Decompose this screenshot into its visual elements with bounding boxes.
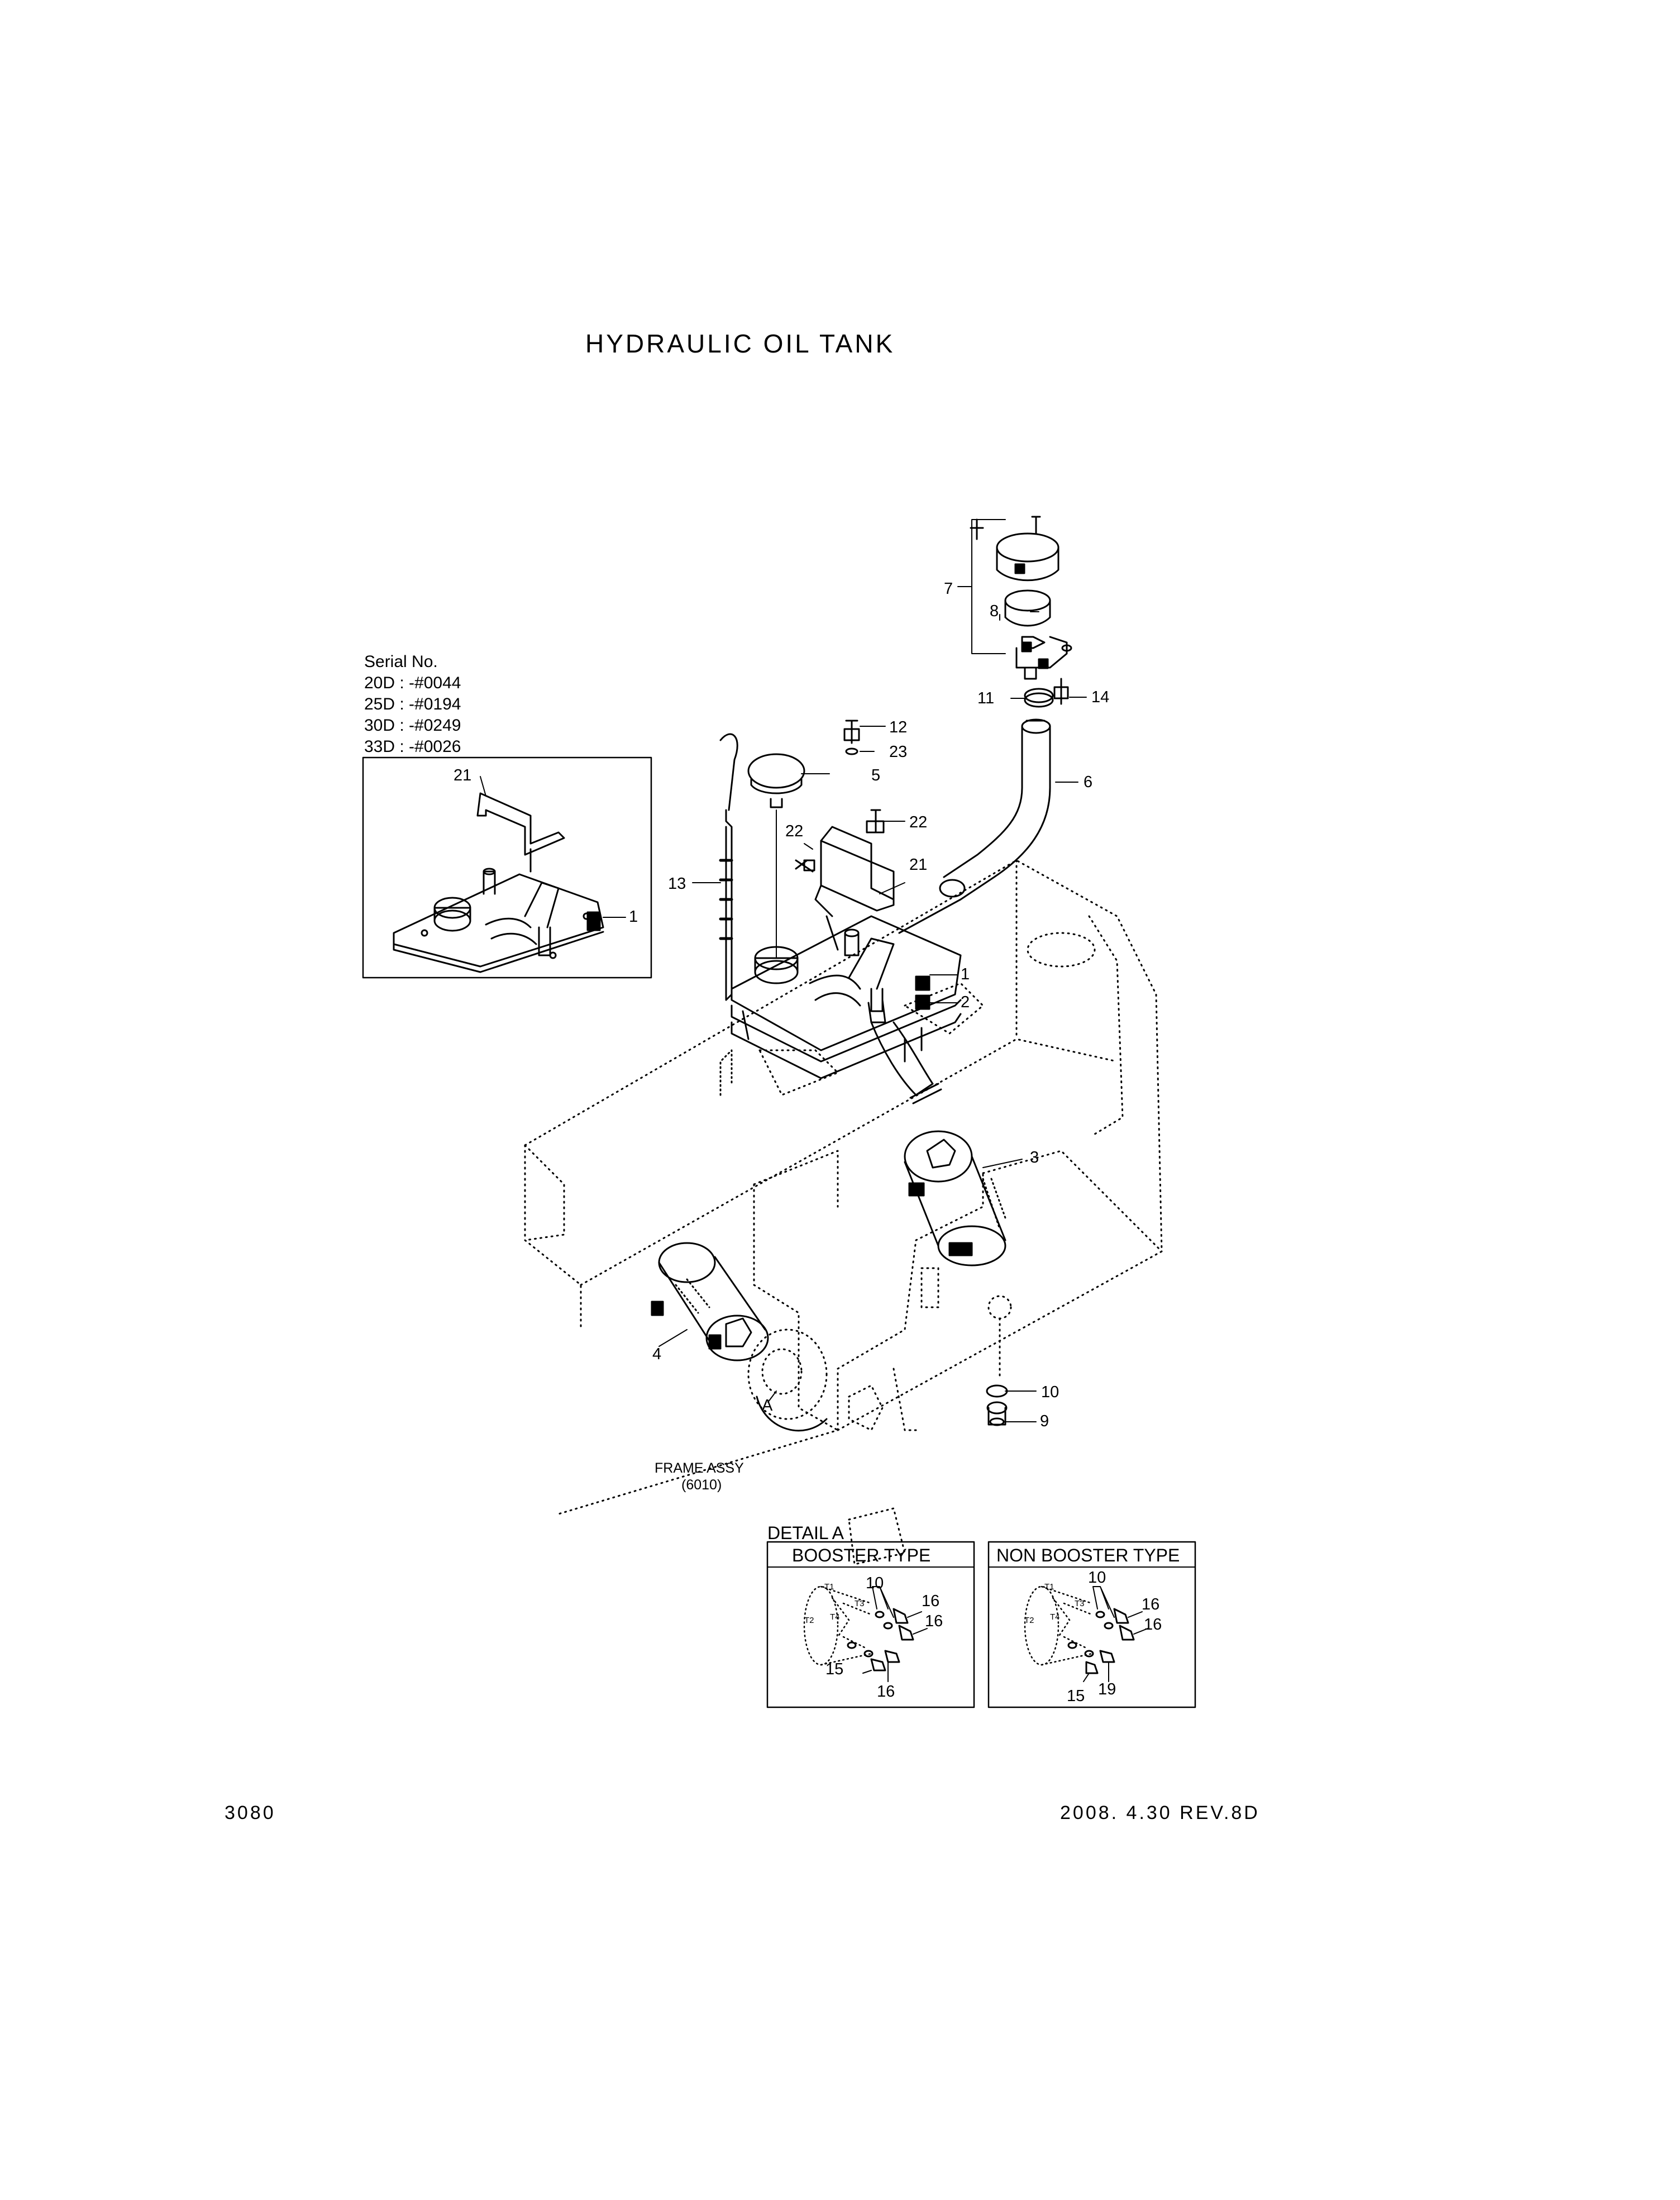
inset-tank-top (393, 868, 604, 973)
booster-detail-sketch (803, 1585, 928, 1682)
callout-10: 10 (1041, 1383, 1059, 1401)
booster-callout-16: 16 (922, 1592, 940, 1610)
serial-line: 20D : -#0044 (364, 674, 461, 692)
page-title: HYDRAULIC OIL TANK (585, 329, 895, 358)
filler-cap (747, 753, 805, 959)
callout-3: 3 (1030, 1149, 1039, 1166)
callout-21: 21 (909, 856, 928, 874)
serial-line: 30D : -#0249 (364, 716, 461, 735)
callout-2: 2 (961, 993, 970, 1011)
detail-a-heading: DETAIL A (767, 1523, 844, 1543)
frame-assy-label: FRAME ASSY (655, 1460, 744, 1476)
serial-inset-box (362, 756, 652, 979)
callout-detail-a: A (762, 1397, 773, 1415)
non-booster-detail-sketch (1024, 1585, 1148, 1682)
revision-date: 2008. 4.30 REV.8D (1060, 1802, 1260, 1823)
callout-14: 14 (1091, 688, 1110, 706)
non-booster-port-t2: T2 (1024, 1616, 1034, 1625)
callout-9: 9 (1040, 1412, 1049, 1430)
main-bracket (820, 840, 895, 912)
inset-bracket (476, 792, 565, 856)
serial-line: 25D : -#0194 (364, 695, 461, 713)
callout-22-right: 22 (909, 813, 928, 831)
non-booster-callout-10: 10 (1088, 1569, 1106, 1587)
callout-7: 7 (944, 580, 953, 598)
serial-line: 33D : -#0026 (364, 737, 461, 756)
non-booster-port-t3: T3 (1075, 1599, 1085, 1608)
non-booster-type-box (987, 1541, 1196, 1708)
callout-5: 5 (871, 766, 881, 784)
frame-assy-number: (6010) (681, 1477, 722, 1493)
booster-callout-16: 16 (877, 1683, 895, 1701)
non-booster-callout-15: 15 (1067, 1687, 1085, 1705)
non-booster-callout-16: 16 (1144, 1616, 1162, 1634)
callout-6: 6 (1084, 773, 1093, 791)
return-pipe (898, 718, 1051, 934)
strainer (904, 1130, 1006, 1266)
callout-1: 1 (961, 965, 970, 983)
non-booster-port-t4: T4 (1050, 1612, 1060, 1622)
leader-lines (658, 611, 1087, 1422)
non-booster-type-title: NON BOOSTER TYPE (996, 1545, 1180, 1565)
dipstick (719, 733, 738, 1096)
non-booster-callout-16: 16 (1142, 1596, 1160, 1613)
booster-callout-16: 16 (925, 1612, 943, 1630)
booster-port-t4: T4 (830, 1612, 840, 1622)
callout-11: 11 (977, 689, 995, 707)
booster-callout-10: 10 (866, 1574, 884, 1592)
callout-13: 13 (668, 875, 686, 893)
callout-12: 12 (889, 718, 908, 736)
page-number: 3080 (225, 1802, 276, 1823)
callout-8: 8 (990, 602, 999, 620)
callout-22-left: 22 (785, 822, 804, 840)
non-booster-callout-19: 19 (1098, 1680, 1116, 1698)
booster-port-t1: T1 (824, 1582, 834, 1592)
booster-port-t2: T2 (804, 1616, 814, 1625)
callout-23: 23 (889, 743, 908, 761)
booster-port-t3: T3 (855, 1599, 865, 1608)
frame-assembly-outline (524, 859, 1163, 1565)
serial-heading: Serial No. (364, 653, 438, 671)
callout-4: 4 (652, 1345, 662, 1363)
booster-callout-15: 15 (825, 1660, 844, 1678)
return-filter (651, 1242, 769, 1361)
callout-1-inset: 1 (629, 908, 638, 926)
detail-a-marker (747, 1328, 828, 1420)
callout-21-inset: 21 (454, 766, 472, 784)
breather (970, 516, 1072, 680)
non-booster-port-t1: T1 (1044, 1582, 1054, 1592)
booster-type-box (766, 1541, 975, 1708)
main-tank-top (731, 915, 962, 1079)
booster-type-title: BOOSTER TYPE (792, 1545, 931, 1565)
